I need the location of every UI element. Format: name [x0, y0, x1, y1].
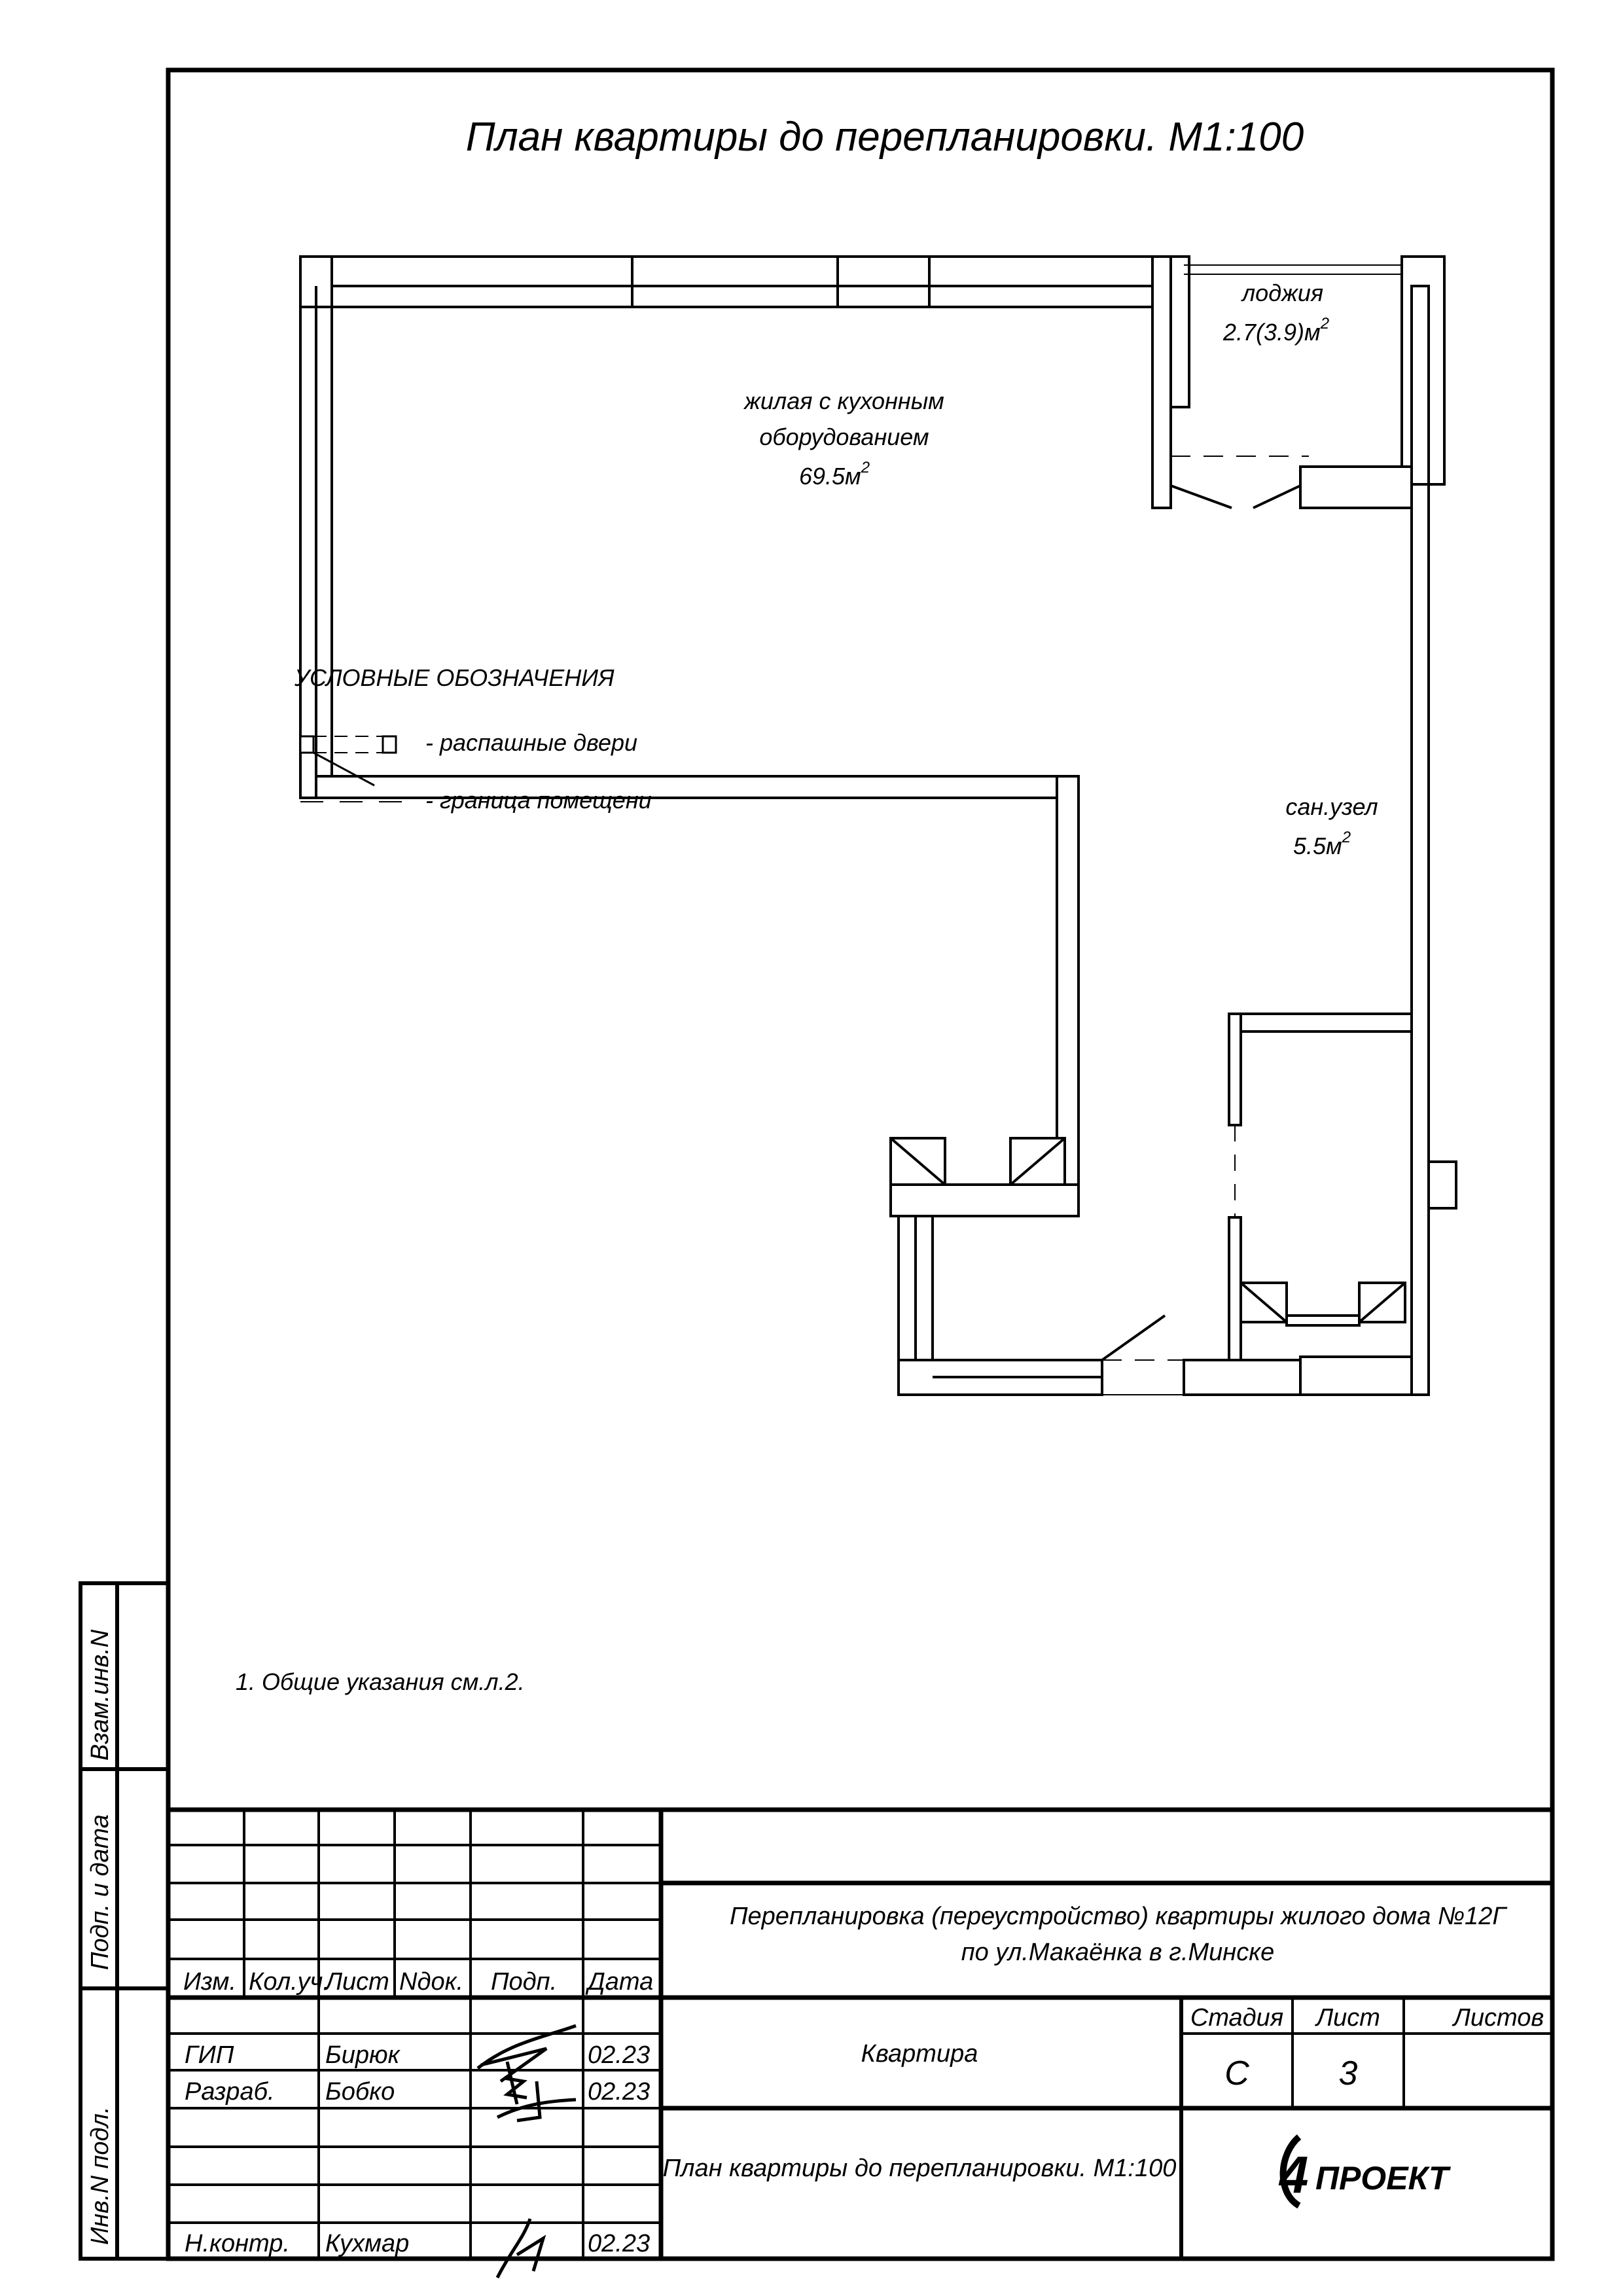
- general-notes: 1. Общие указания см.л.2.: [236, 1668, 525, 1695]
- room-loggia-area: 2.7(3.9)м2: [1222, 315, 1329, 346]
- legend-door-label: - распашные двери: [425, 729, 637, 756]
- date-gip: 02.23: [588, 2041, 650, 2069]
- room-bath-area: 5.5м2: [1293, 829, 1351, 859]
- header-kol: Кол.уч.: [249, 1968, 330, 1996]
- project-line-1: Перепланировка (переустройство) квартиры…: [730, 1903, 1508, 1930]
- drawing-title: План квартиры до перепланировки. М1:100: [663, 2155, 1177, 2182]
- company-logo: 4 ПРОЕКТ: [1278, 2134, 1452, 2209]
- room-living-name-2: оборудованием: [759, 423, 929, 450]
- role-razrab: Разраб.: [185, 2078, 275, 2106]
- legend-boundary-label: - граница помещени: [425, 787, 652, 814]
- stage-value: С: [1224, 2054, 1249, 2092]
- object-name: Квартира: [861, 2040, 978, 2068]
- name-biryuk: Бирюк: [325, 2041, 401, 2069]
- side-label-podp: Подп. и дата: [86, 1814, 114, 1970]
- room-bath-name: сан.узел: [1285, 793, 1378, 820]
- logo-letter: 4: [1278, 2145, 1309, 2204]
- role-nkontr: Н.контр.: [185, 2230, 290, 2257]
- header-izm: Изм.: [183, 1968, 236, 1996]
- header-date: Дата: [585, 1968, 653, 1996]
- logo-text: ПРОЕКТ: [1315, 2160, 1452, 2197]
- legend-title: УСЛОВНЫЕ ОБОЗНАЧЕНИЯ: [294, 664, 615, 691]
- project-line-2: по ул.Макаёнка в г.Минске: [961, 1939, 1275, 1966]
- wall-top: [299, 255, 1172, 308]
- title-block: [168, 1807, 1552, 2259]
- name-kukhmar: Кухмар: [325, 2230, 409, 2257]
- room-living-name-1: жилая с кухонным: [743, 387, 944, 414]
- legend-door-symbol: [299, 735, 397, 787]
- sheet-header: Лист: [1314, 2004, 1380, 2032]
- name-bobko: Бобко: [325, 2078, 395, 2106]
- sheet-title: План квартиры до перепланировки. М1:100: [466, 115, 1304, 160]
- sheet-value: 3: [1339, 2054, 1358, 2092]
- side-label-vzam: Взам.инв.N: [86, 1629, 114, 1761]
- header-ndok: Nдок.: [399, 1968, 463, 1996]
- date-nkontr: 02.23: [588, 2230, 650, 2257]
- header-podp: Подп.: [491, 1968, 557, 1996]
- stage-header: Стадия: [1190, 2004, 1283, 2032]
- signatures: [476, 2024, 577, 2279]
- header-list: Лист: [323, 1968, 389, 1996]
- room-living-area: 69.5м2: [799, 459, 870, 490]
- date-razrab: 02.23: [588, 2078, 650, 2106]
- room-loggia-name: лоджия: [1241, 279, 1323, 306]
- role-gip: ГИП: [185, 2041, 234, 2069]
- sheet-frame: [166, 67, 1555, 2261]
- sheets-header: Листов: [1452, 2004, 1544, 2032]
- floor-plan: [299, 255, 1457, 1396]
- side-label-inv: Инв.N подл.: [86, 2106, 114, 2245]
